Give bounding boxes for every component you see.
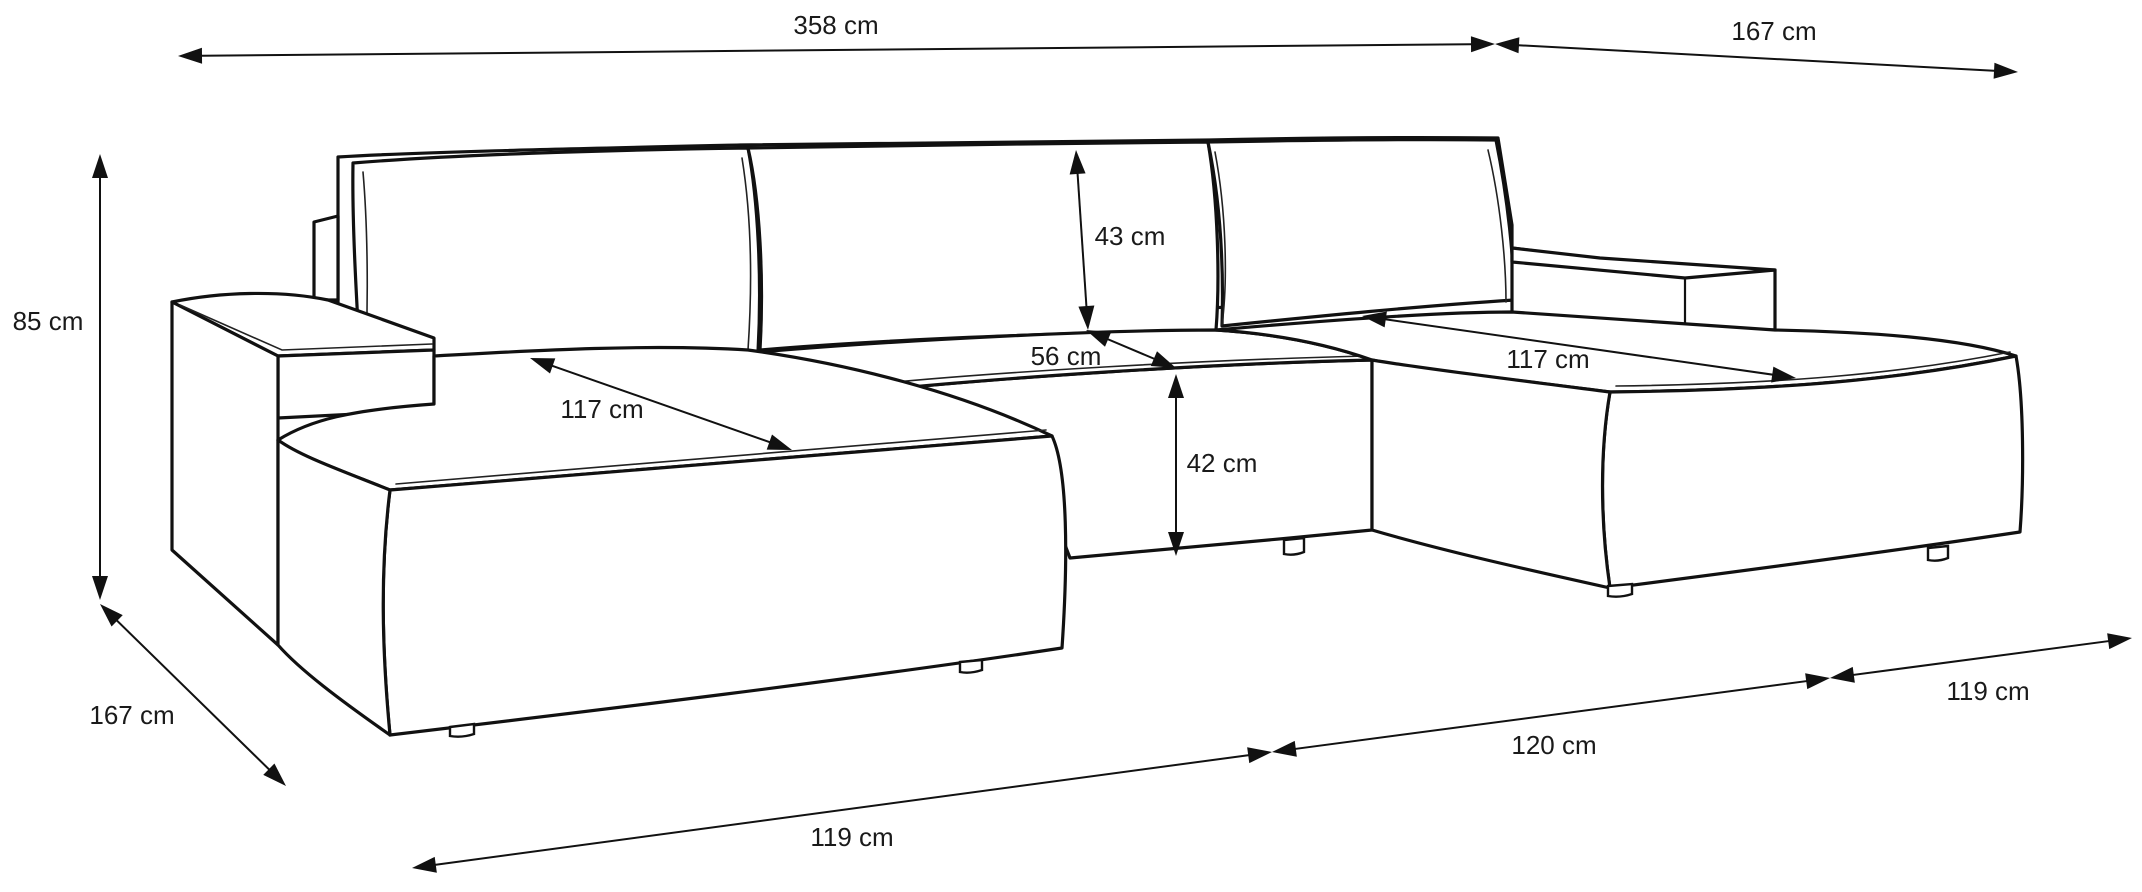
dim-front-left-width xyxy=(412,747,1272,873)
left-chaise-side xyxy=(276,438,392,737)
dim-right-chaise-length xyxy=(1362,311,1796,383)
right-rear-armrest-top xyxy=(1510,246,1777,280)
dim-left-depth xyxy=(100,604,286,786)
dimension-labels: 358 cm 167 cm 85 cm 167 cm 43 cm 56 cm 4… xyxy=(13,10,2030,852)
label-left-chaise-length: 117 cm xyxy=(560,394,643,424)
back-cushion-seam-3 xyxy=(1214,151,1227,326)
dim-total-width xyxy=(178,36,1495,64)
label-height: 85 cm xyxy=(13,306,84,336)
back-cushion-left xyxy=(351,146,762,362)
label-front-middle-width: 120 cm xyxy=(1511,730,1596,760)
dimension-lines xyxy=(92,36,2132,873)
foot-left-back xyxy=(958,658,984,674)
middle-seat-top-seam xyxy=(884,355,1367,384)
label-backrest-height: 43 cm xyxy=(1095,221,1166,251)
back-cushion-seam-4 xyxy=(1487,149,1507,303)
dim-height xyxy=(92,154,108,600)
dim-backrest-height xyxy=(1069,150,1095,330)
left-chaise-top-seam xyxy=(395,429,1047,485)
foot-left-front xyxy=(448,722,476,738)
label-seat-depth: 56 cm xyxy=(1031,341,1102,371)
label-total-width: 358 cm xyxy=(793,10,878,40)
label-front-right-width: 119 cm xyxy=(1946,676,2029,706)
right-chaise-top-seam xyxy=(1615,351,2011,387)
dim-right-depth-top xyxy=(1495,37,2018,79)
back-cushion-seam-2 xyxy=(741,157,752,351)
label-left-depth: 167 cm xyxy=(89,700,174,730)
dim-front-right-width xyxy=(1830,633,2132,683)
foot-right-back xyxy=(1926,544,1950,562)
dim-seat-depth xyxy=(1086,330,1176,368)
foot-right-front xyxy=(1606,582,1634,598)
label-right-chaise-length: 117 cm xyxy=(1506,344,1589,374)
right-chaise-side xyxy=(1370,358,1612,590)
left-chaise-front xyxy=(381,434,1068,737)
back-cushion-right xyxy=(1206,138,1516,328)
dim-front-middle-width xyxy=(1272,673,1830,757)
right-chaise-front xyxy=(1600,354,2025,590)
left-armrest-top-seam xyxy=(179,304,433,351)
label-front-left-width: 119 cm xyxy=(810,822,893,852)
label-right-depth-top: 167 cm xyxy=(1731,16,1816,46)
foot-middle xyxy=(1282,536,1306,556)
dim-left-chaise-length xyxy=(530,358,792,450)
left-armrest-side xyxy=(170,300,280,647)
left-rear-armrest xyxy=(312,214,340,302)
dim-seat-height xyxy=(1168,374,1184,556)
label-seat-height: 42 cm xyxy=(1187,448,1258,478)
